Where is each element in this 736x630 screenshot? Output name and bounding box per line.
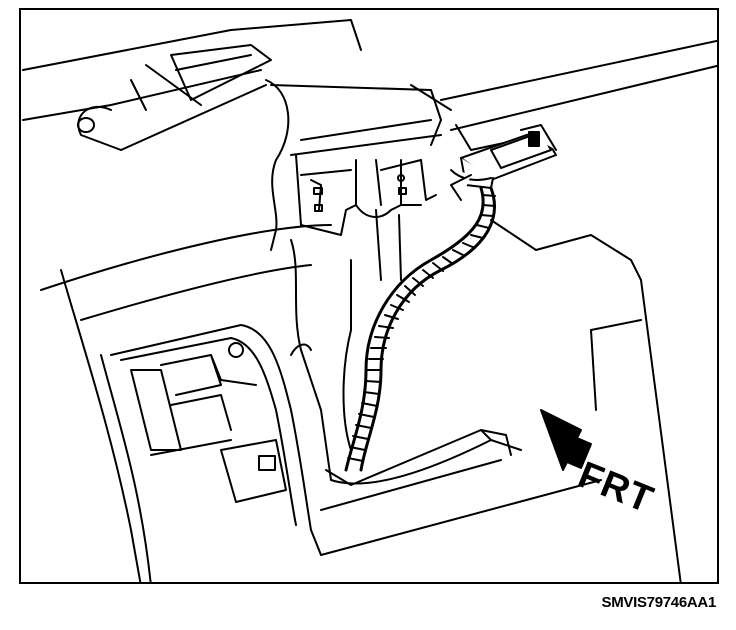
figure-id-caption: SMVIS79746AA1 xyxy=(601,594,717,611)
lower-console xyxy=(60,269,602,582)
wiring-harness xyxy=(344,186,496,472)
dashboard-sweep-lines xyxy=(40,224,332,321)
lower-trim-panel xyxy=(320,429,522,511)
dashboard-upper-panel xyxy=(22,19,362,151)
mounting-bracket xyxy=(265,79,442,481)
front-direction-arrow xyxy=(540,409,592,471)
right-side-panel xyxy=(490,219,682,582)
dashboard-right-top xyxy=(410,39,717,151)
diagram-frame: FRT xyxy=(19,8,719,584)
electrical-connector xyxy=(450,124,557,201)
line-drawing xyxy=(22,19,717,582)
